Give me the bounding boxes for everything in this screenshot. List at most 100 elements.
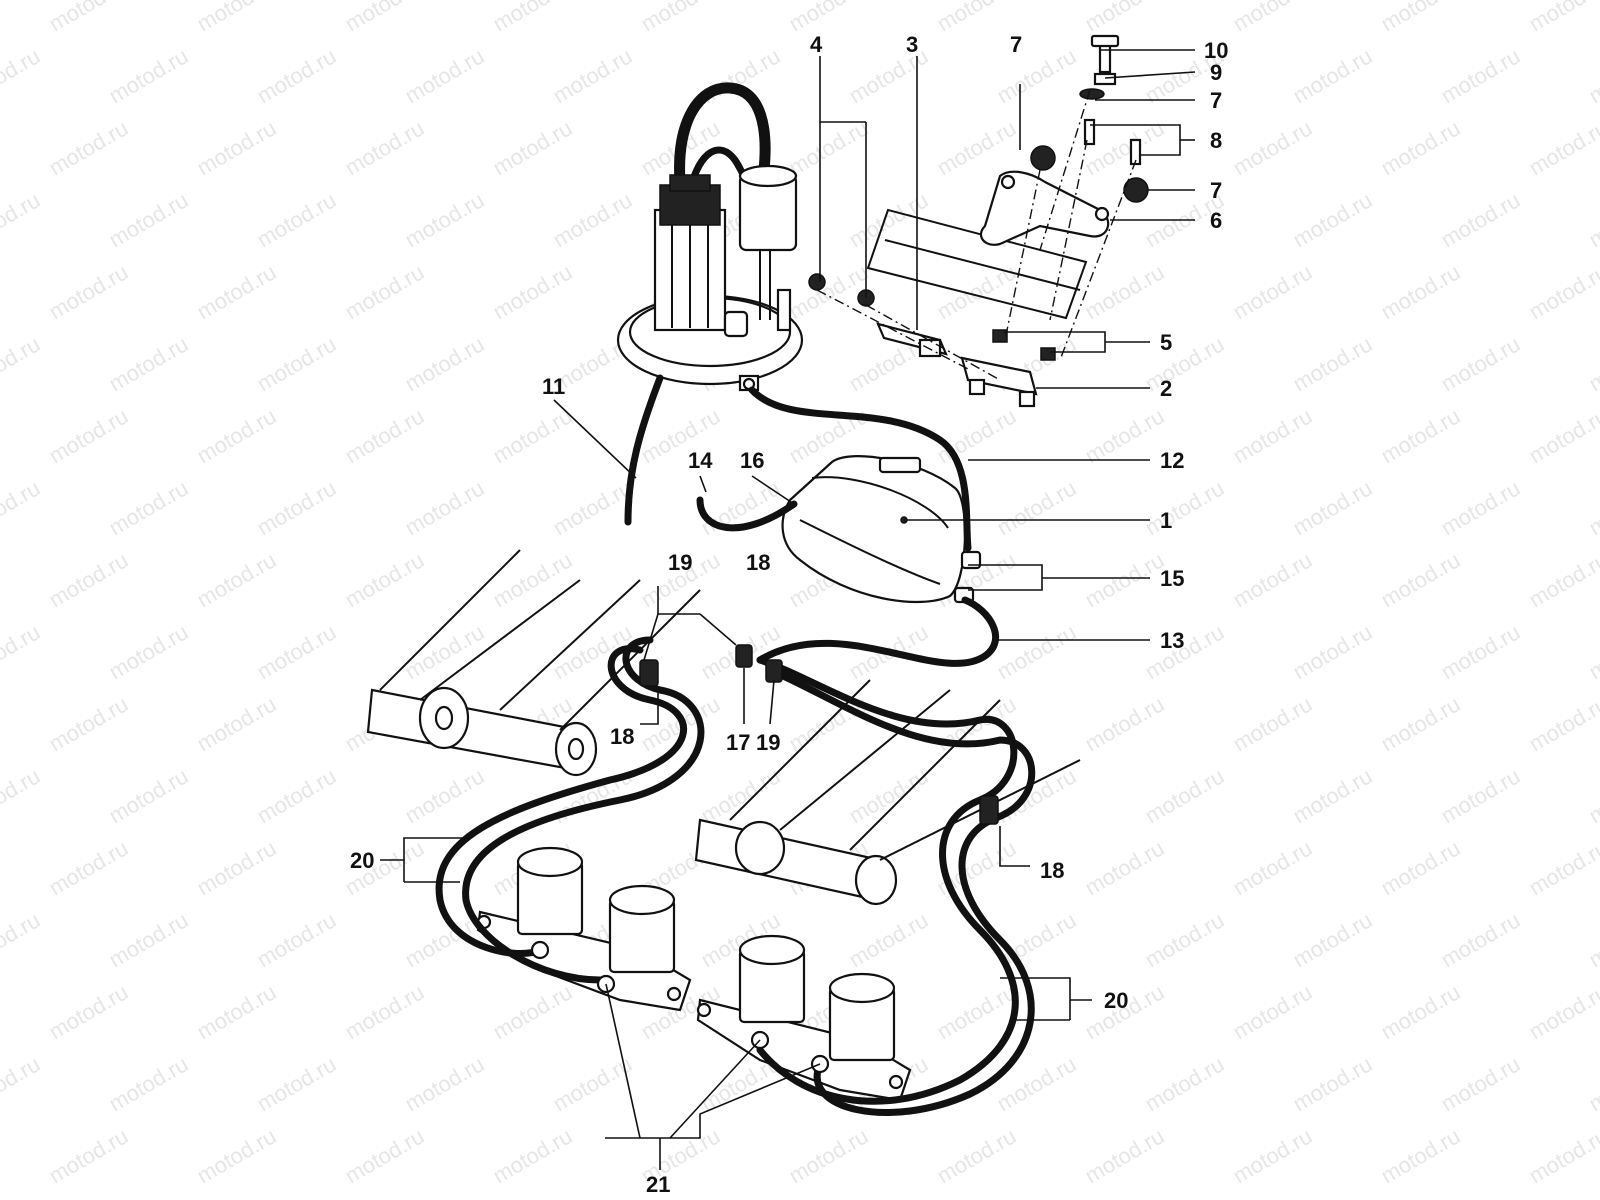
watermark-text: motod.ru	[193, 1123, 281, 1188]
watermark-text: motod.ru	[253, 1051, 341, 1116]
callout-8: 8	[1210, 128, 1222, 153]
callout-4: 4	[810, 32, 823, 57]
watermark-text: motod.ru	[549, 43, 637, 108]
watermark-text: motod.ru	[253, 187, 341, 252]
watermark-text: motod.ru	[1229, 403, 1317, 468]
watermark-text: motod.ru	[401, 1051, 489, 1116]
watermark-text: motod.ru	[489, 403, 577, 468]
charcoal-canister	[781, 455, 982, 604]
watermark-text: motod.ru	[1585, 619, 1600, 684]
watermark-text: motod.ru	[993, 619, 1081, 684]
watermark-text: motod.ru	[1437, 619, 1525, 684]
watermark-text: motod.ru	[845, 1195, 933, 1200]
watermark-text: motod.ru	[993, 43, 1081, 108]
callout-20-right: 20	[1104, 988, 1128, 1013]
callout-16: 16	[740, 448, 764, 473]
watermark-text: motod.ru	[1437, 1195, 1525, 1200]
watermark-text: motod.ru	[1229, 691, 1317, 756]
watermark-text: motod.ru	[1229, 259, 1317, 324]
watermark-text: motod.ru	[1585, 187, 1600, 252]
watermark-text: motod.ru	[193, 835, 281, 900]
watermark-text: motod.ru	[0, 1195, 44, 1200]
watermark-text: motod.ru	[1229, 1123, 1317, 1188]
watermark-text: motod.ru	[1289, 43, 1377, 108]
callout-21: 21	[646, 1172, 670, 1197]
watermark-text: motod.ru	[1437, 907, 1525, 972]
watermark-text: motod.ru	[193, 0, 281, 36]
watermark-text: motod.ru	[193, 547, 281, 612]
watermark-text: motod.ru	[993, 1051, 1081, 1116]
watermark-text: motod.ru	[1585, 331, 1600, 396]
watermark-text: motod.ru	[1081, 835, 1169, 900]
watermark-text: motod.ru	[341, 0, 429, 36]
watermark-text: motod.ru	[45, 547, 133, 612]
watermark-text: motod.ru	[193, 691, 281, 756]
watermark-text: motod.ru	[0, 619, 44, 684]
watermark-text: motod.ru	[785, 115, 873, 180]
watermark-text: motod.ru	[1377, 835, 1465, 900]
watermark-text: motod.ru	[1081, 403, 1169, 468]
watermark-text: motod.ru	[401, 331, 489, 396]
watermark-text: motod.ru	[253, 475, 341, 540]
watermark-text: motod.ru	[105, 1051, 193, 1116]
watermark-text: motod.ru	[785, 1123, 873, 1188]
fuel-pump-assembly	[616, 82, 804, 392]
callout-10: 10	[1204, 38, 1228, 63]
watermark-text: motod.ru	[401, 43, 489, 108]
watermark-text: motod.ru	[785, 0, 873, 36]
watermark-text: motod.ru	[1585, 763, 1600, 828]
callout-19-upper: 19	[668, 550, 692, 575]
callout-5: 5	[1160, 330, 1172, 355]
watermark-text: motod.ru	[933, 115, 1021, 180]
watermark-text: motod.ru	[45, 403, 133, 468]
watermark-text: motod.ru	[1585, 1195, 1600, 1200]
watermark-text: motod.ru	[1289, 331, 1377, 396]
watermark-text: motod.ru	[105, 907, 193, 972]
watermark-text: motod.ru	[1585, 43, 1600, 108]
callout-6: 6	[1210, 208, 1222, 233]
watermark-text: motod.ru	[1525, 691, 1600, 756]
watermark-text: motod.ru	[933, 0, 1021, 36]
callout-11: 11	[542, 374, 565, 399]
watermark-text: motod.ru	[401, 187, 489, 252]
watermark-text: motod.ru	[1437, 475, 1525, 540]
callout-7-right-upper: 7	[1210, 88, 1222, 113]
watermark-text: motod.ru	[105, 475, 193, 540]
watermark-text: motod.ru	[1585, 1051, 1600, 1116]
watermark-text: motod.ru	[45, 691, 133, 756]
watermark-text: motod.ru	[489, 979, 577, 1044]
watermark-text: motod.ru	[341, 259, 429, 324]
frame-tubes	[366, 549, 1081, 906]
watermark-text: motod.ru	[1437, 763, 1525, 828]
watermark-text: motod.ru	[1525, 403, 1600, 468]
watermark-text: motod.ru	[193, 259, 281, 324]
watermark-text: motod.ru	[845, 187, 933, 252]
watermark-text: motod.ru	[845, 763, 933, 828]
watermark-text: motod.ru	[253, 43, 341, 108]
watermark-text: motod.ru	[0, 43, 44, 108]
watermark-text: motod.ru	[1141, 907, 1229, 972]
watermark-text: motod.ru	[105, 331, 193, 396]
watermark-text: motod.ru	[45, 835, 133, 900]
watermark-text: motod.ru	[697, 763, 785, 828]
watermark-text: motod.ru	[489, 1123, 577, 1188]
watermark-text: motod.ru	[1377, 1123, 1465, 1188]
callout-17: 17	[726, 730, 750, 755]
watermark-text: motod.ru	[1525, 835, 1600, 900]
watermark-text: motod.ru	[105, 187, 193, 252]
watermark-text: motod.ru	[1525, 259, 1600, 324]
watermark-text: motod.ru	[1081, 1123, 1169, 1188]
watermark-text: motod.ru	[1141, 475, 1229, 540]
watermark-text: motod.ru	[1377, 115, 1465, 180]
watermark-text: motod.ru	[0, 763, 44, 828]
callout-14: 14	[688, 448, 713, 473]
watermark-text: motod.ru	[637, 0, 725, 36]
watermark-text: motod.ru	[1289, 1195, 1377, 1200]
throttle-bodies	[476, 846, 912, 1102]
callout-19-lower: 19	[756, 730, 780, 755]
watermark-text: motod.ru	[0, 907, 44, 972]
watermark-text: motod.ru	[1525, 0, 1600, 36]
watermark-text: motod.ru	[341, 403, 429, 468]
callout-labels: 1 2 3 4 5 6 7 7 7 8 9 10 11 12 13 14 15 …	[350, 32, 1228, 1197]
